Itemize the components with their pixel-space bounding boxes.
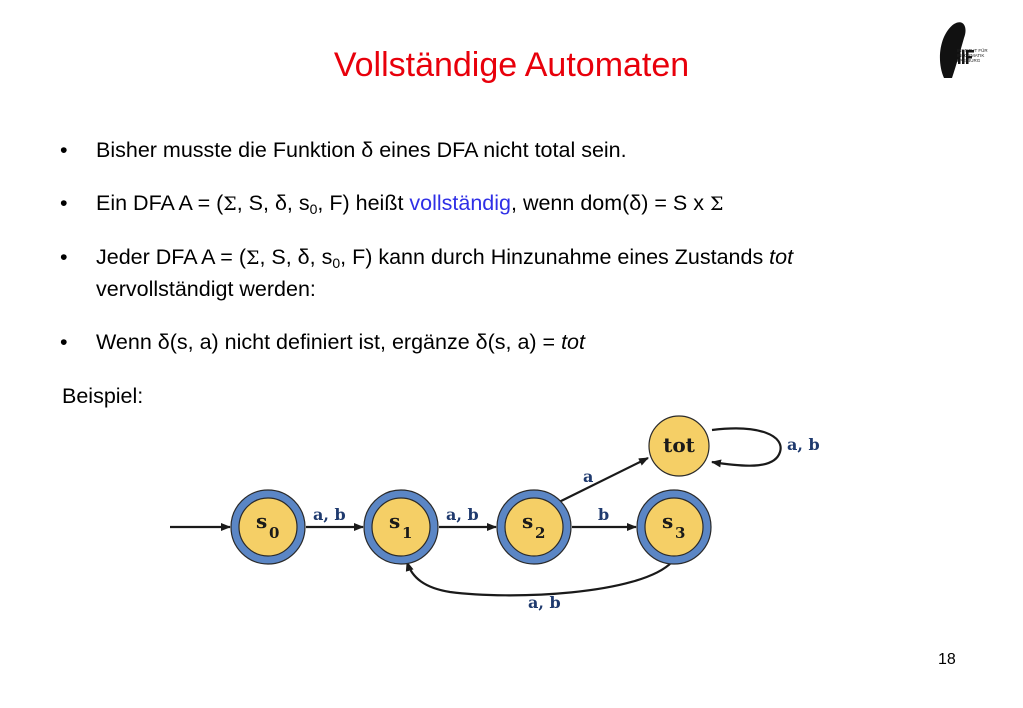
label-s2-s3: b xyxy=(598,505,609,524)
svg-text:1: 1 xyxy=(402,524,412,542)
edge-s3-s1 xyxy=(405,561,673,597)
svg-text:tot: tot xyxy=(663,433,696,457)
automaton-diagram: .edge { stroke: #1a1a1a; stroke-width: 2… xyxy=(170,415,820,612)
bullet-3: Jeder DFA A = (Σ, S, δ, s0, F) kann durc… xyxy=(58,242,958,305)
slide-title: Vollständige Automaten xyxy=(333,46,690,84)
label-s1-s2: a, b xyxy=(446,505,479,524)
svg-text:s: s xyxy=(522,509,533,533)
example-label: Beispiel: xyxy=(62,384,144,408)
edge-tot-loop xyxy=(711,427,782,468)
svg-text:s: s xyxy=(389,509,400,533)
state-s1: s 1 xyxy=(363,489,439,565)
label-s3-s1: a, b xyxy=(528,593,561,612)
edge-s2-tot xyxy=(554,457,649,505)
bullet-2: Ein DFA A = (Σ, S, δ, s0, F) heißt volls… xyxy=(58,188,958,220)
svg-text:s: s xyxy=(662,509,673,533)
label-s0-s1: a, b xyxy=(313,505,346,524)
state-s0: s 0 xyxy=(230,489,306,565)
svg-text:2: 2 xyxy=(535,524,545,542)
university-logo xyxy=(939,22,974,78)
highlight-term: vollständig xyxy=(409,191,511,215)
state-s3: s 3 xyxy=(636,489,712,565)
svg-text:s: s xyxy=(256,509,267,533)
svg-text:0: 0 xyxy=(269,524,279,542)
page-number: 18 xyxy=(938,651,956,668)
state-s2: s 2 xyxy=(496,489,572,565)
svg-text:3: 3 xyxy=(675,524,685,542)
bullet-list: Bisher musste die Funktion δ eines DFA n… xyxy=(58,135,958,380)
logo-caption: INSTITUT FÜR INFORMATIK FREIBURG xyxy=(957,48,988,63)
bullet-1: Bisher musste die Funktion δ eines DFA n… xyxy=(58,135,958,166)
label-s2-tot: a xyxy=(583,467,593,486)
state-tot: tot xyxy=(648,415,710,477)
bullet-4: Wenn δ(s, a) nicht definiert ist, ergänz… xyxy=(58,327,958,358)
label-tot-loop: a, b xyxy=(787,435,820,454)
